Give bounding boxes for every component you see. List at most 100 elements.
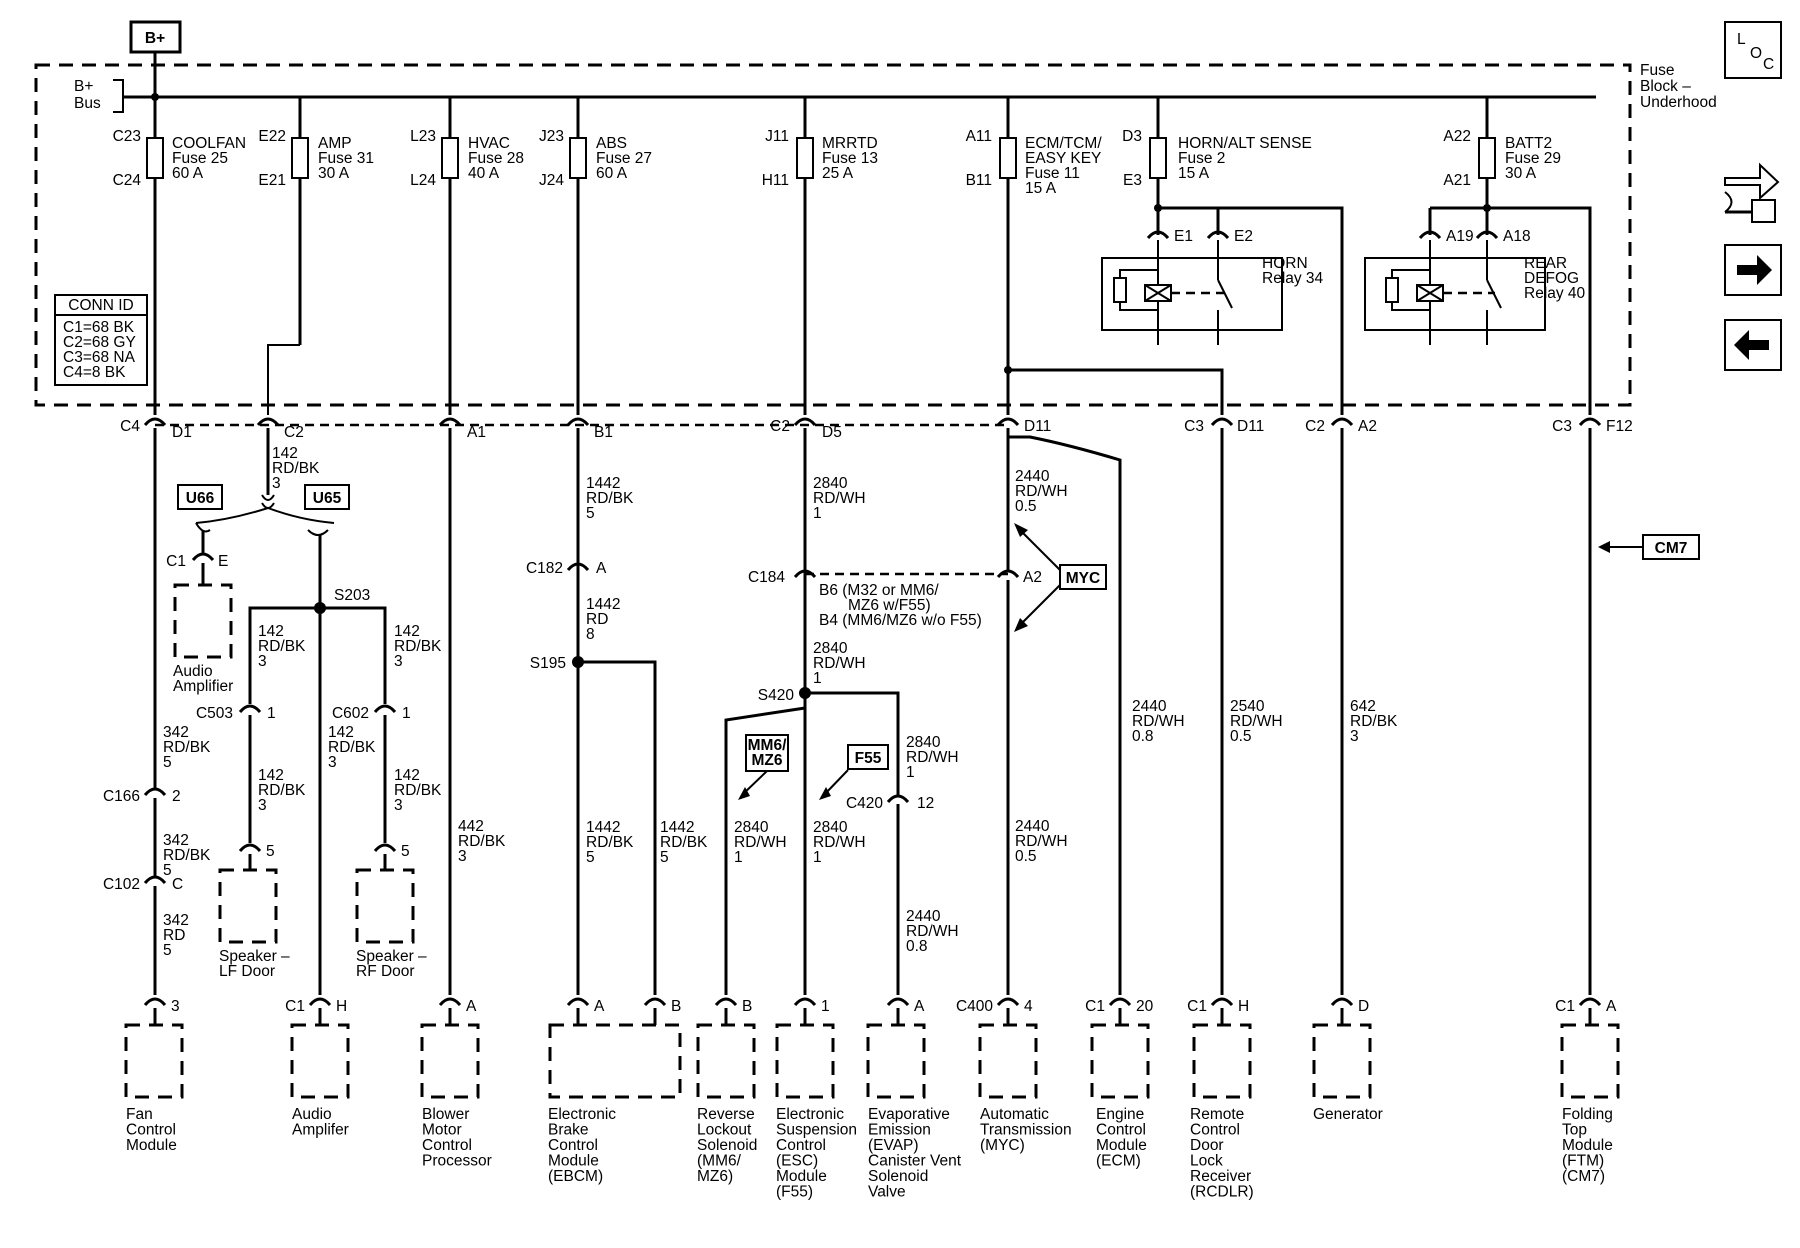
svg-text:HORN: HORN xyxy=(1262,255,1308,272)
svg-text:Relay 40: Relay 40 xyxy=(1524,285,1586,302)
svg-text:Fuse 28: Fuse 28 xyxy=(468,150,524,167)
svg-text:D3: D3 xyxy=(1122,128,1142,145)
svg-text:1442: 1442 xyxy=(586,819,620,836)
svg-text:C4: C4 xyxy=(120,418,140,435)
module-label-line: Electronic xyxy=(776,1106,844,1123)
svg-text:A11: A11 xyxy=(966,128,992,145)
audio-amplifier-u66 xyxy=(173,583,233,659)
svg-text:Speaker –: Speaker – xyxy=(356,948,427,965)
module-label-line: Automatic xyxy=(980,1106,1049,1123)
battery-label: B+ xyxy=(145,30,165,47)
module-label-line: (F55) xyxy=(776,1184,813,1201)
svg-text:A2: A2 xyxy=(1023,569,1042,586)
svg-text:1: 1 xyxy=(402,705,411,722)
svg-text:S203: S203 xyxy=(334,587,370,604)
svg-text:E21: E21 xyxy=(258,172,286,189)
svg-text:B6 (M32 or MM6/: B6 (M32 or MM6/ xyxy=(819,582,939,599)
svg-text:0.5: 0.5 xyxy=(1015,498,1037,515)
module-label-line: (MM6/ xyxy=(697,1153,742,1170)
svg-text:0.5: 0.5 xyxy=(1230,728,1252,745)
module-label-line: Generator xyxy=(1313,1106,1383,1123)
svg-text:H11: H11 xyxy=(762,172,789,189)
svg-text:RD/WH: RD/WH xyxy=(1015,483,1068,500)
fuse-block-title-2: Block – xyxy=(1640,78,1691,95)
module-label-line: Audio xyxy=(292,1106,332,1123)
svg-text:RD/BK: RD/BK xyxy=(258,782,306,799)
module-pin-label: B xyxy=(742,998,752,1015)
svg-text:E2: E2 xyxy=(1234,228,1253,245)
svg-text:Relay 34: Relay 34 xyxy=(1262,270,1324,287)
svg-text:RD/BK: RD/BK xyxy=(1350,713,1398,730)
option-tag-myc xyxy=(1059,564,1107,590)
svg-text:3: 3 xyxy=(458,848,467,865)
horn-relay: E1 E2 HORN Relay 34 xyxy=(1101,228,1324,345)
module-box xyxy=(1560,1023,1620,1099)
svg-text:MRRTD: MRRTD xyxy=(822,135,878,152)
module-label-line: Control xyxy=(548,1137,598,1154)
svg-text:3: 3 xyxy=(1350,728,1359,745)
module-label-line: (ECM) xyxy=(1096,1153,1141,1170)
svg-text:30 A: 30 A xyxy=(1505,165,1537,182)
svg-text:D1: D1 xyxy=(172,424,192,441)
svg-text:Fuse 2: Fuse 2 xyxy=(1178,150,1225,167)
svg-text:5: 5 xyxy=(163,754,172,771)
connector-view-icon[interactable] xyxy=(1724,162,1780,223)
svg-text:C182: C182 xyxy=(526,560,563,577)
next-page-icon[interactable] xyxy=(1724,244,1782,296)
svg-text:1: 1 xyxy=(813,849,822,866)
svg-text:D5: D5 xyxy=(822,424,842,441)
svg-text:C102: C102 xyxy=(103,876,140,893)
svg-text:RD/BK: RD/BK xyxy=(258,638,306,655)
svg-text:C184: C184 xyxy=(748,569,785,586)
svg-text:C3: C3 xyxy=(1552,418,1572,435)
svg-text:RD/BK: RD/BK xyxy=(163,739,211,756)
svg-text:L23: L23 xyxy=(410,128,436,145)
module-label-line: Top xyxy=(1562,1122,1587,1139)
module-label-line: Remote xyxy=(1190,1106,1244,1123)
svg-text:RD/WH: RD/WH xyxy=(813,834,866,851)
svg-text:1442: 1442 xyxy=(586,475,620,492)
svg-text:AMP: AMP xyxy=(318,135,352,152)
svg-text:5: 5 xyxy=(266,843,275,860)
svg-text:Speaker –: Speaker – xyxy=(219,948,290,965)
svg-text:A18: A18 xyxy=(1503,228,1531,245)
module-label-line: Processor xyxy=(422,1153,492,1170)
svg-text:C2: C2 xyxy=(1305,418,1325,435)
svg-text:C3: C3 xyxy=(1184,418,1204,435)
module-label-line: (RCDLR) xyxy=(1190,1184,1254,1201)
module-connector-pin xyxy=(143,997,167,1007)
speaker-lf-door xyxy=(218,868,278,944)
svg-text:1: 1 xyxy=(734,849,743,866)
module-connector-pin xyxy=(714,997,738,1007)
module-pin-label: 1 xyxy=(821,998,830,1015)
svg-text:RD: RD xyxy=(163,927,185,944)
svg-text:RD/BK: RD/BK xyxy=(586,834,634,851)
svg-text:O: O xyxy=(1750,45,1762,62)
svg-text:2440: 2440 xyxy=(1015,818,1050,835)
svg-text:2840: 2840 xyxy=(813,819,848,836)
module-label-line: Lockout xyxy=(697,1122,752,1139)
loc-button[interactable]: L O C xyxy=(1724,21,1782,79)
svg-text:LF Door: LF Door xyxy=(219,963,275,980)
svg-text:J11: J11 xyxy=(765,128,789,145)
svg-text:1442: 1442 xyxy=(586,596,620,613)
fuse-abs: J23 J24 ABS Fuse 27 60 A xyxy=(539,97,652,415)
module-label-line: (FTM) xyxy=(1562,1153,1604,1170)
svg-text:142: 142 xyxy=(272,445,298,462)
module-box xyxy=(696,1023,756,1099)
module-box xyxy=(1090,1023,1150,1099)
svg-text:142: 142 xyxy=(394,623,420,640)
svg-text:E3: E3 xyxy=(1123,172,1142,189)
previous-page-icon[interactable] xyxy=(1724,319,1782,371)
module-connector-pin xyxy=(308,997,332,1007)
svg-text:DEFOG: DEFOG xyxy=(1524,270,1579,287)
module-label-line: Valve xyxy=(868,1184,906,1201)
svg-text:A21: A21 xyxy=(1443,172,1471,189)
